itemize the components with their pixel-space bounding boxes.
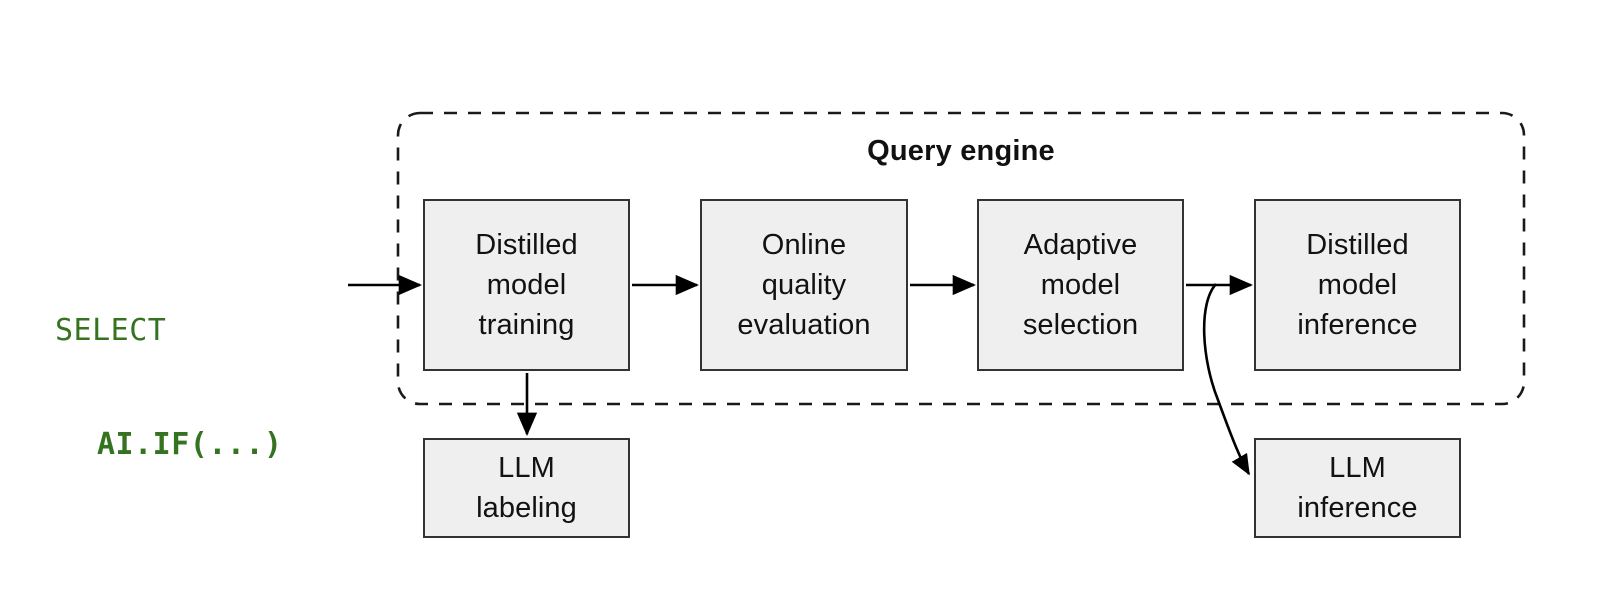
node-distilled-model-inference[interactable]: Distilled model inference [1254,199,1461,371]
node-label: Distilled model training [475,229,578,341]
node-llm-inference[interactable]: LLM inference [1254,438,1461,538]
node-label: Distilled model inference [1297,229,1418,341]
edge-selection-to-llm-inference [1202,283,1251,476]
node-label: Online quality evaluation [737,229,871,341]
sql-line-ai-if: AI.IF(...) [97,427,283,462]
node-online-quality-evaluation[interactable]: Online quality evaluation [700,199,908,371]
node-llm-labeling[interactable]: LLM labeling [423,438,630,538]
query-engine-group-border [396,111,1526,406]
node-distilled-model-training[interactable]: Distilled model training [423,199,630,371]
node-label: LLM inference [1297,452,1418,524]
node-label: LLM labeling [476,452,577,524]
query-engine-title: Query engine [867,135,1055,167]
node-adaptive-model-selection[interactable]: Adaptive model selection [977,199,1184,371]
sql-line-select: SELECT [55,313,167,348]
sql-query-snippet: SELECT AI.IF(...) [55,236,345,540]
node-label: Adaptive model selection [1022,229,1139,341]
